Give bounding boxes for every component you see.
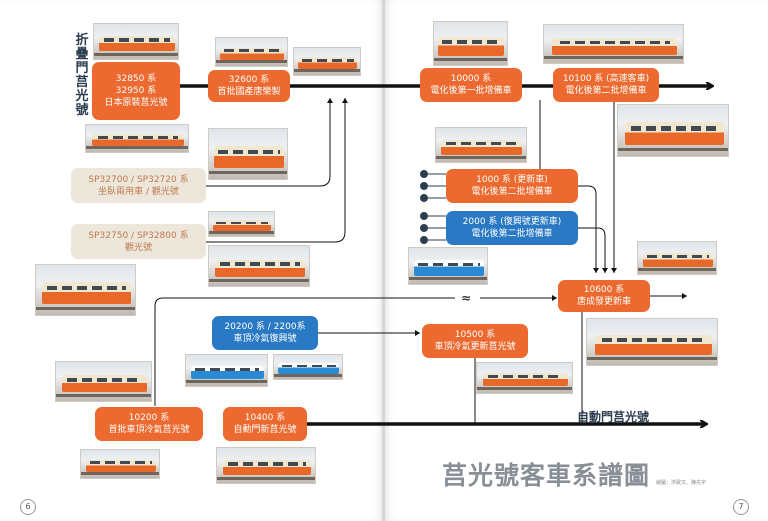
page-number-right: 7 [733, 499, 749, 515]
photo-32600-car [215, 37, 288, 67]
photo-sp32700-car [208, 128, 288, 180]
sp32700-connector [206, 98, 333, 187]
diagram-credit: 繪圖：洪致文、陳先宇 [656, 480, 707, 486]
node-2000: 2000 系 (復興號更新車)電化後第二批增備車 [446, 211, 578, 245]
photo-10600-car-2 [586, 318, 718, 366]
photo-32850-car [93, 23, 179, 60]
node-sp32750-sp32800: SP32750 / SP32800 系觀光號 [71, 224, 206, 259]
photo-10600-car [637, 241, 717, 275]
page-number-left: 6 [20, 499, 36, 515]
node-10400: 10400 系自動門新莒光號 [223, 407, 307, 441]
photo-10500-car [476, 362, 573, 394]
book-gutter [382, 0, 385, 521]
node-20200-2200: 20200 系 / 2200系車頂冷氣復興號 [212, 316, 318, 350]
photo-1000-car [435, 127, 527, 163]
photo-2000-car [408, 247, 488, 285]
node-1000: 1000 系 (更新車)電化後第二批增備車 [446, 169, 578, 203]
photo-sp32800-car [208, 245, 310, 287]
node-10600: 10600 系唐成發更新車 [558, 280, 650, 312]
node-10100: 10100 系 (高速客車)電化後第二批增備車 [553, 68, 659, 102]
node-32600: 32600 系首批國產唐榮製 [208, 70, 290, 102]
node-10000: 10000 系電化後第一批增備車 [420, 68, 522, 102]
branch-dots [420, 170, 446, 244]
node-sp32700-sp32720: SP32700 / SP32720 系坐臥兩用車 / 觀光號 [71, 168, 206, 203]
timeline-break-mark: ≈ [461, 291, 472, 305]
sp32750-connector [206, 98, 348, 243]
photo-10200-car-2 [80, 449, 160, 479]
automatic-door-label: 自動門莒光號 [577, 410, 650, 424]
photo-sp-car-left [35, 264, 136, 316]
photo-20200-car [185, 354, 268, 387]
photo-10400-car [216, 447, 316, 484]
photo-10200-car [55, 361, 152, 402]
diagram-title: 莒光號客車系譜圖 [442, 461, 651, 490]
folding-door-label: 折疊門莒光號 [75, 33, 89, 118]
photo-10100-car-2 [617, 104, 729, 157]
photo-2200-car [273, 354, 343, 380]
photo-10000-car [433, 21, 508, 66]
photo-32600-car-2 [293, 47, 361, 76]
photo-sp32750-car [208, 211, 275, 237]
photo-10100-car [543, 24, 684, 64]
node-10200: 10200 系首批車頂冷氣莒光號 [95, 407, 203, 441]
node-10500: 10500 系車頂冷氣更新莒光號 [422, 324, 528, 358]
photo-32950-car [85, 124, 189, 153]
